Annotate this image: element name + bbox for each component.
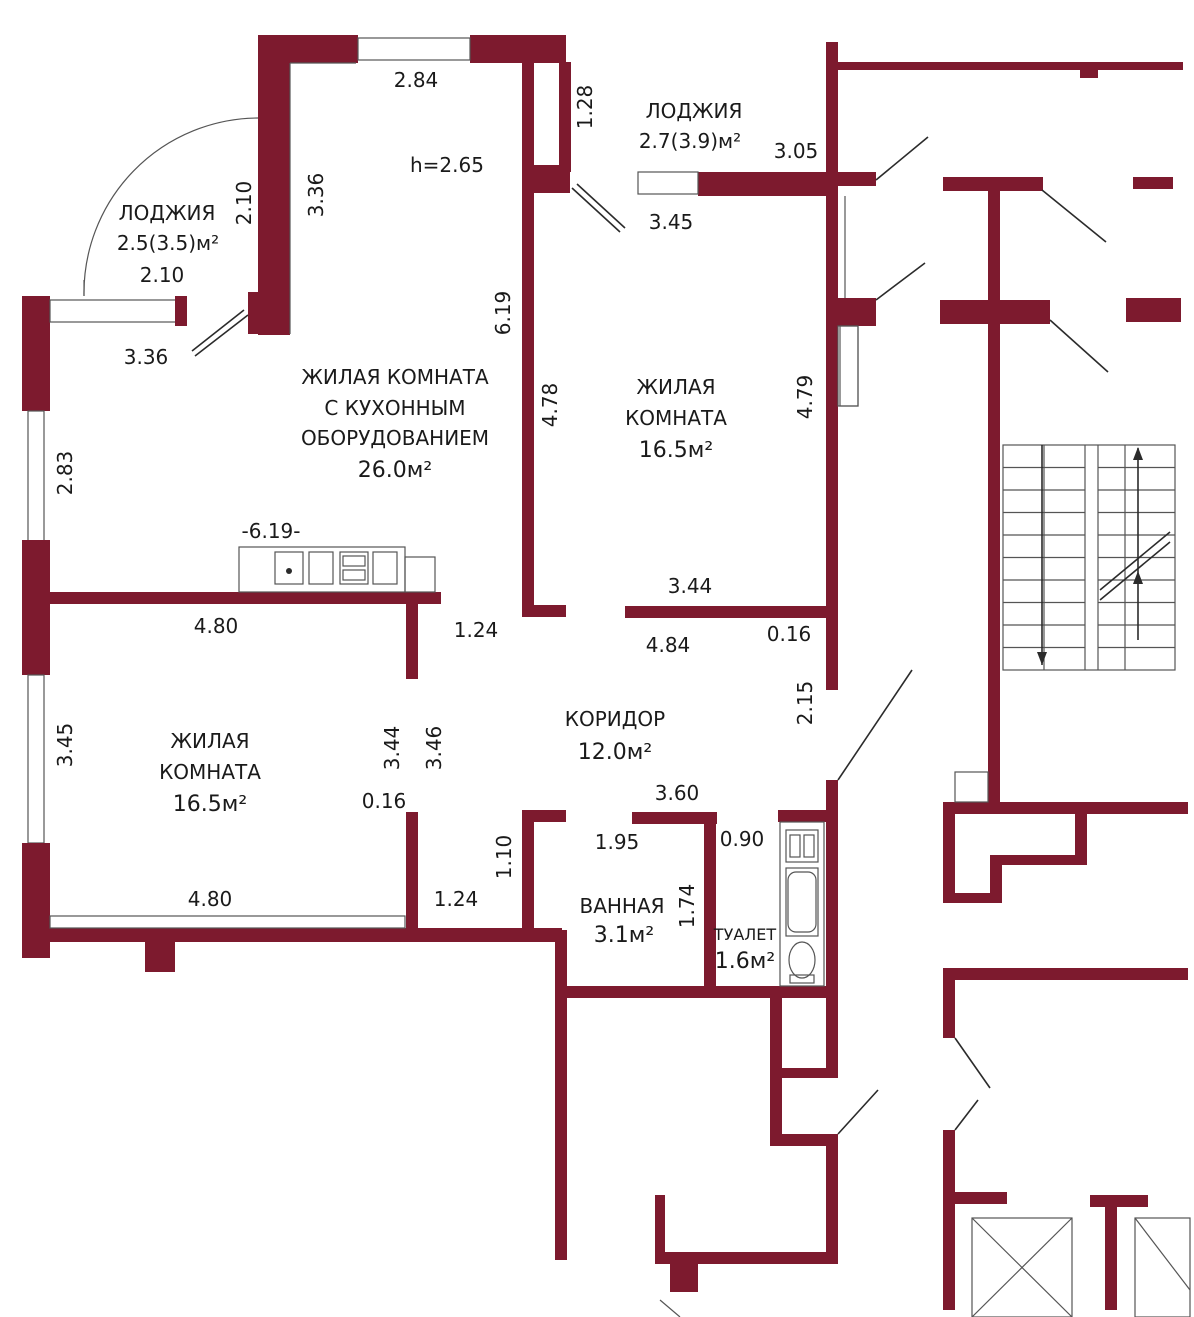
toilet-area: 1.6м² [715,949,775,974]
dim-label: 2.10 [232,181,256,226]
kitchen-room-line1: ЖИЛАЯ КОМНАТА [301,365,489,389]
dim-label: 3.45 [649,210,694,234]
loggia-left-area: 2.5(3.5)м² [117,231,219,255]
corridor-name: КОРИДОР [565,707,665,731]
dim-label: 3.45 [53,723,77,768]
dim-label: 1.95 [595,830,640,854]
bottom-room-line1: ЖИЛАЯ [170,729,249,753]
room-labels: h=2.65 ЛОДЖИЯ 2.5(3.5)м² ЛОДЖИЯ 2.7(3.9)… [117,99,777,974]
dim-label: 4.78 [538,383,562,428]
kitchen-room-line3: ОБОРУДОВАНИЕМ [301,426,489,450]
dim-label: 3.60 [655,781,700,805]
right-room-line2: КОМНАТА [625,406,727,430]
dim-label: 4.80 [194,614,239,638]
dim-label: 3.05 [774,139,819,163]
dim-label: 3.44 [668,574,713,598]
bottom-room-area: 16.5м² [173,792,247,817]
dim-label: 2.83 [53,451,77,496]
loggia-left-name: ЛОДЖИЯ [119,201,216,225]
dim-label: 0.16 [767,622,812,646]
dim-label: 0.16 [362,789,407,813]
dim-label: 3.46 [422,726,446,771]
doors-and-details [83,62,1109,1317]
loggia-top-area: 2.7(3.9)м² [639,129,741,153]
staircase [1002,444,1176,671]
dim-label: 2.10 [140,263,185,287]
dim-label: 1.74 [675,884,699,929]
walls [22,35,1188,1310]
dim-label: 1.28 [573,85,597,130]
ceiling-height: h=2.65 [410,153,484,177]
loggia-top-name: ЛОДЖИЯ [646,99,743,123]
kitchen-counter [238,546,436,593]
dim-label: 2.84 [394,68,439,92]
toilet-name: ТУАЛЕТ [713,925,777,944]
right-room-area: 16.5м² [639,438,713,463]
dim-label: 3.44 [380,726,404,771]
dim-label: 3.36 [124,345,169,369]
corridor-area: 12.0м² [578,740,652,765]
dim-label: 6.19 [491,291,515,336]
elevator-shafts [971,1217,1191,1317]
dim-label: 4.79 [793,375,817,420]
dim-label: 2.15 [793,681,817,726]
kitchen-room-line2: С КУХОННЫМ [324,396,465,420]
bath-name: ВАННАЯ [579,894,664,918]
dim-label: 0.90 [720,827,765,851]
dim-label: 4.80 [188,887,233,911]
bottom-room-line2: КОМНАТА [159,760,261,784]
dim-label: -6.19- [242,519,301,543]
kitchen-room-area: 26.0м² [358,458,432,483]
dim-label: 1.24 [454,618,499,642]
dim-label: 1.24 [434,887,479,911]
right-room-line1: ЖИЛАЯ [636,375,715,399]
dim-label: 1.10 [492,835,516,880]
dimension-labels: 2.84 1.28 3.05 3.45 3.36 2.10 2.10 3.36 … [53,68,818,928]
dim-label: 4.84 [646,633,691,657]
bath-area: 3.1м² [594,923,654,948]
dim-label: 3.36 [304,173,328,218]
toilet-fixtures [779,821,825,987]
